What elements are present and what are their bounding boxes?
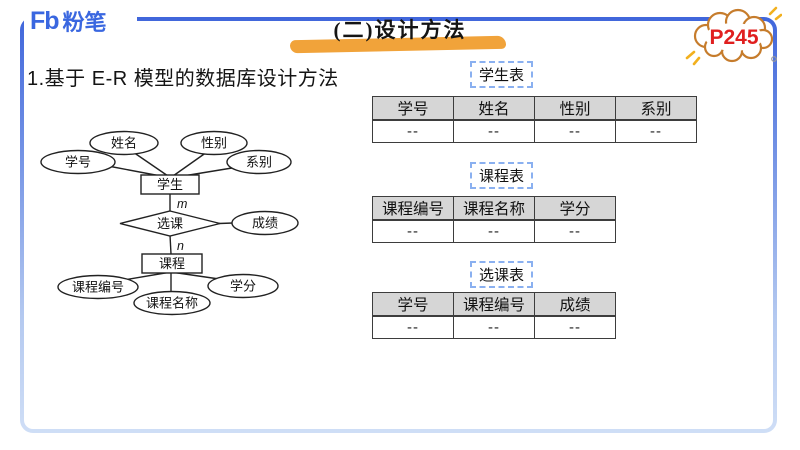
cloud-fill <box>705 23 763 51</box>
attr-label-student-gender: 性别 <box>201 136 227 151</box>
column-header: 成绩 <box>534 292 616 317</box>
column-header: 系别 <box>615 96 697 121</box>
attr-label-student-id: 学号 <box>65 155 91 170</box>
entity-label-course: 课程 <box>159 256 185 271</box>
table-cell: -- <box>534 315 616 339</box>
table-row: ------ <box>372 219 616 243</box>
column-header: 课程编号 <box>372 196 454 221</box>
table-cell: -- <box>372 119 454 143</box>
sparkle-icon <box>685 6 782 66</box>
course-table: 课程编号课程名称学分------ <box>372 196 616 243</box>
attr-ellipse-grade <box>231 210 299 236</box>
cloud-dot-icon <box>771 56 777 62</box>
attr-ellipse-student-name <box>89 130 159 156</box>
table-cell: -- <box>453 119 535 143</box>
table-header-row: 课程编号课程名称学分 <box>372 196 616 221</box>
student-table: 学号姓名性别系别-------- <box>372 96 697 143</box>
attr-label-student-name: 姓名 <box>111 136 137 151</box>
attr-ellipse-course-name <box>133 290 211 316</box>
page-number: P245 <box>709 26 758 49</box>
table-cell: -- <box>615 119 697 143</box>
fenbi-logo: Fb 粉笔 <box>30 5 107 37</box>
table-cell: -- <box>534 219 616 243</box>
table-header-row: 学号姓名性别系别 <box>372 96 697 121</box>
table-cell: -- <box>372 315 454 339</box>
section-title-wrap: (二)设计方法 <box>288 14 512 54</box>
table-cell: -- <box>372 219 454 243</box>
enrollment-table-label: 选课表 <box>470 261 534 288</box>
table-row: -------- <box>372 119 697 143</box>
section-title: (二)设计方法 <box>333 18 467 42</box>
attr-label-course-id: 课程编号 <box>72 280 124 295</box>
attr-label-grade: 成绩 <box>252 216 278 231</box>
column-header: 姓名 <box>453 96 535 121</box>
logo-background-patch <box>24 12 137 38</box>
attr-ellipse-student-dept <box>226 149 292 175</box>
attr-label-course-credit: 学分 <box>230 279 256 294</box>
relationship-diamond <box>119 210 221 237</box>
table-cell: -- <box>453 219 535 243</box>
attr-label-course-name: 课程名称 <box>146 296 198 311</box>
entity-rect-course <box>141 253 203 274</box>
table-cell: -- <box>453 315 535 339</box>
table-row: ------ <box>372 315 616 339</box>
fenbi-logo-mark-icon: Fb <box>30 6 60 35</box>
column-header: 学分 <box>534 196 616 221</box>
attr-ellipse-student-id <box>40 149 116 175</box>
table-cell: -- <box>534 119 616 143</box>
page-badge-cloud: P245 <box>685 6 782 66</box>
attr-ellipse-course-credit <box>207 273 279 299</box>
attr-ellipse-course-id <box>57 274 139 300</box>
student-table-label: 学生表 <box>470 61 534 88</box>
cardinality-n: n <box>177 239 184 253</box>
er-diagram: 学号 姓名 性别 系别 学生 m 选课 成绩 n 课程 课程编号 课程名称 学分 <box>40 130 299 316</box>
column-header: 课程名称 <box>453 196 535 221</box>
column-header: 性别 <box>534 96 616 121</box>
course-table-label: 课程表 <box>470 162 534 189</box>
fenbi-logo-text: 粉笔 <box>62 10 107 35</box>
entity-rect-student <box>140 174 200 195</box>
table-header-row: 学号课程编号成绩 <box>372 292 616 317</box>
column-header: 学号 <box>372 96 454 121</box>
cardinality-m: m <box>177 197 187 211</box>
entity-label-student: 学生 <box>157 177 183 192</box>
attr-ellipse-student-gender <box>180 130 248 156</box>
attr-label-student-dept: 系别 <box>246 155 272 170</box>
column-header: 课程编号 <box>453 292 535 317</box>
relationship-label: 选课 <box>157 216 183 231</box>
lesson-heading: 1.基于 E-R 模型的数据库设计方法 <box>27 68 339 90</box>
column-header: 学号 <box>372 292 454 317</box>
enrollment-table: 学号课程编号成绩------ <box>372 292 616 339</box>
